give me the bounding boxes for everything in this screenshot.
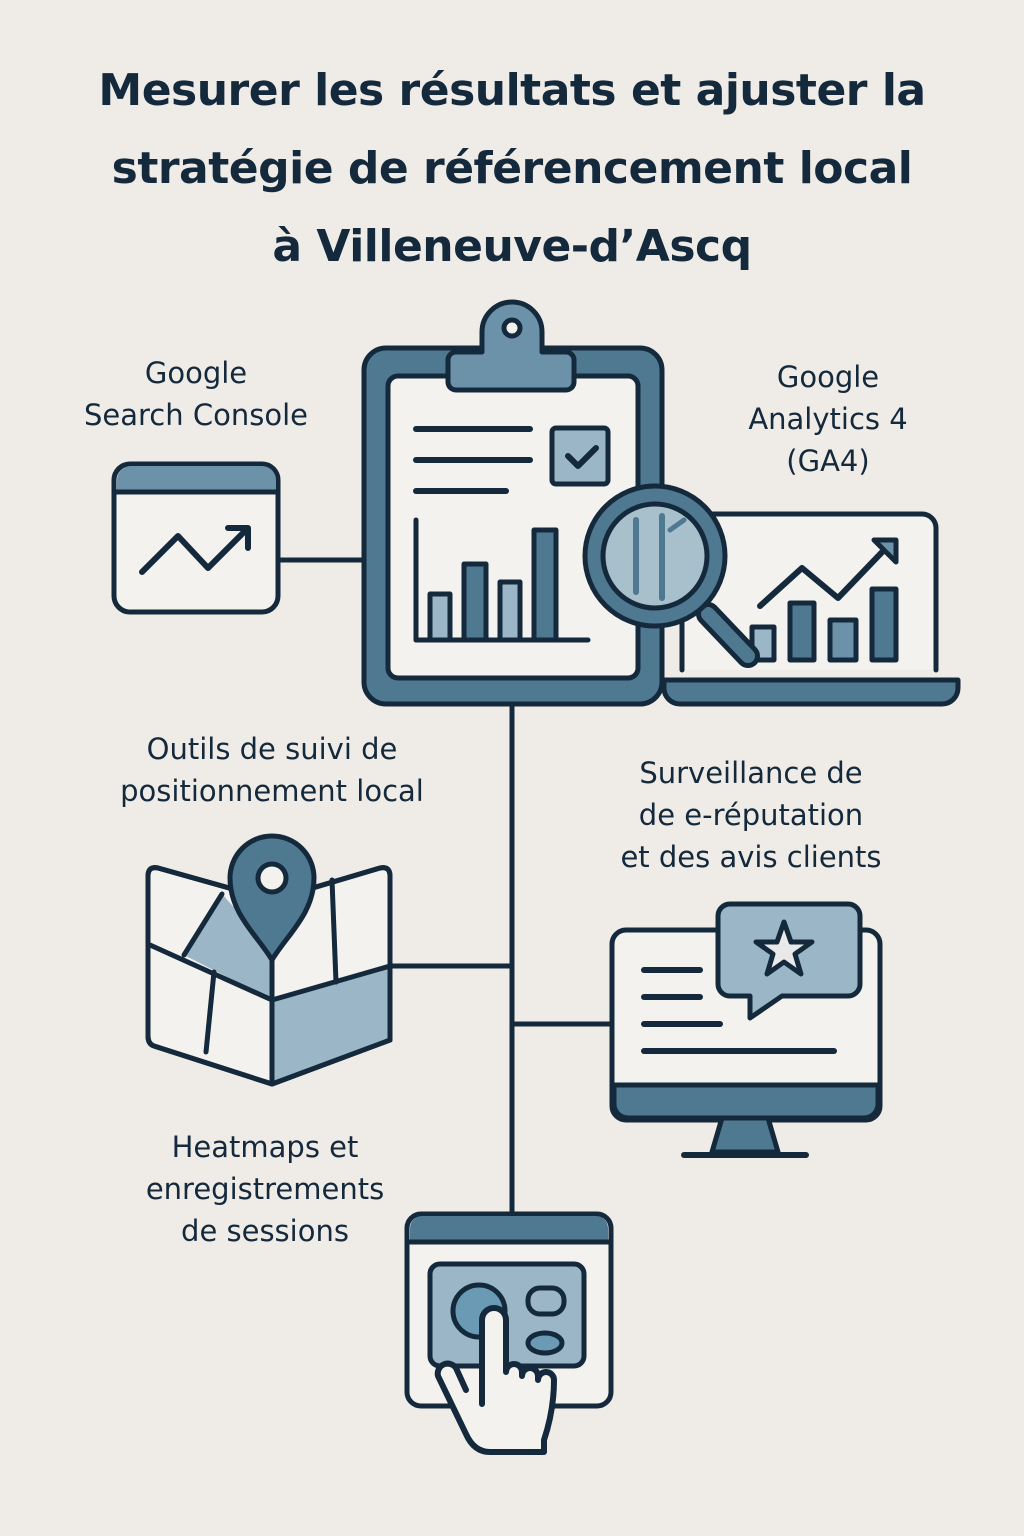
label-heatmaps: Heatmaps et enregistrements de sessions [145,1130,385,1248]
laptop-bar-chart-icon [661,511,961,707]
monitor-star-review-icon [609,901,883,1158]
map-pin-icon [145,833,393,1087]
connector-lines [277,557,615,1218]
label-reputation: Surveillance de de e-réputation et des a… [620,756,882,874]
title-line-1: Mesurer les résultats et ajuster la [98,65,926,116]
clipboard-report-magnifier-icon [361,299,665,707]
browser-trend-chart-icon [111,461,281,615]
label-local-ranking: Outils de suivi de positionnement local [120,732,424,808]
label-search-console: Google Search Console [84,356,308,432]
title-line-2: stratégie de référencement local [111,143,913,194]
magnifier-icon [582,483,760,668]
browser-click-hand-icon [404,1211,614,1455]
title-line-3: à Villeneuve-d’Ascq [272,221,752,272]
label-ga4: Google Analytics 4 (GA4) [748,360,908,478]
page-title: Mesurer les résultats et ajuster la stra… [0,52,1024,286]
